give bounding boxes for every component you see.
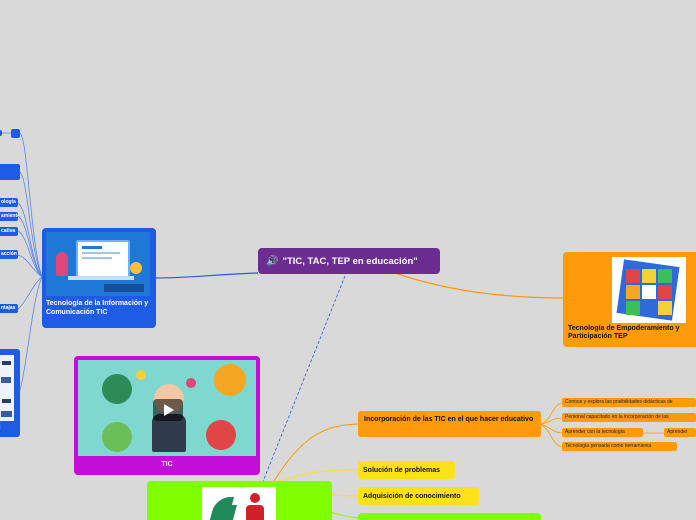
solucion-node[interactable]: Solución de problemas (358, 461, 455, 479)
thumbnail-image (0, 355, 14, 421)
tic-topic-label: Tecnología de la Información y Comunicac… (46, 300, 149, 316)
green-partial-node[interactable] (358, 513, 541, 520)
collapse-toggle[interactable] (11, 129, 20, 138)
central-topic[interactable]: 🔊 "TIC, TAC, TEP en educación" (258, 248, 440, 274)
tep-topic-node[interactable]: Tecnología de Empoderamiento y Participa… (563, 252, 696, 347)
tic-item-3[interactable]: cativa (0, 227, 18, 236)
tic-item-1[interactable]: ología (0, 198, 18, 207)
tac-item-2[interactable]: Personal capacitado en la incorporación … (562, 413, 696, 422)
tic-video-node[interactable]: TIC (74, 356, 260, 475)
partial-node-top[interactable] (0, 130, 2, 136)
incorporacion-node[interactable]: Incorporación de las TIC en el que hacer… (358, 411, 541, 437)
tac-illustration (202, 487, 276, 520)
tic-topic-node[interactable]: Tecnología de la Información y Comunicac… (42, 228, 156, 328)
tic-video-label: TIC (161, 461, 173, 468)
tep-topic-label: Tecnología de Empoderamiento y Participa… (568, 325, 680, 340)
tac-item-1[interactable]: Conoce y explora las posibilidades didác… (562, 398, 696, 407)
adquisicion-node[interactable]: Adquisición de conocimiento (358, 487, 479, 505)
tic-image-node-left[interactable]: C (0, 349, 20, 437)
tac-item-3[interactable]: Aprender con la tecnología (562, 428, 643, 437)
tic-illustration (46, 232, 150, 296)
tac-item-3-child[interactable]: Aprender (664, 428, 696, 437)
partial-node-block[interactable] (0, 164, 20, 180)
tac-item-4[interactable]: Tecnología pensada como herramienta (562, 442, 677, 451)
play-icon[interactable] (153, 399, 183, 421)
speaker-icon[interactable]: 🔊 (266, 255, 279, 267)
tac-topic-node[interactable] (147, 481, 332, 520)
tic-item-2[interactable]: amiento (0, 212, 18, 221)
tic-item-4[interactable]: acción (0, 250, 18, 259)
central-topic-label: "TIC, TAC, TEP en educación" (282, 255, 418, 267)
tic-image-node-label: C (0, 425, 1, 431)
tic-item-5[interactable]: ntajas (0, 304, 18, 313)
tep-illustration (612, 257, 686, 323)
